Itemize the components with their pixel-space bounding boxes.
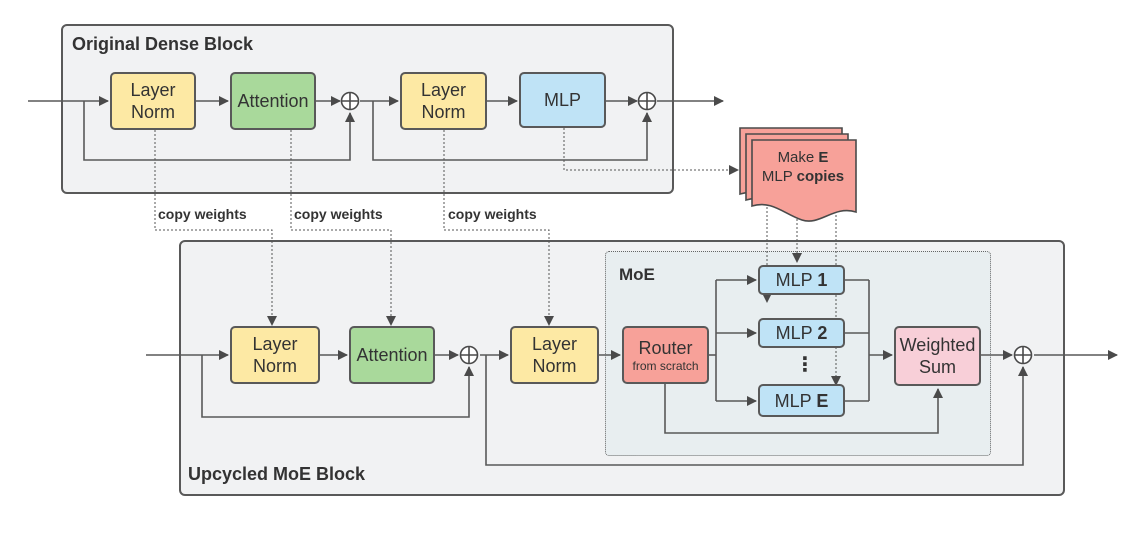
node-label: Attention <box>237 91 309 111</box>
moe-block-title: Upcycled MoE Block <box>188 464 366 484</box>
node-label-line1: Layer <box>420 80 467 100</box>
node-label-line2: Norm <box>253 356 297 376</box>
dense-layer-norm-1: Layer Norm <box>110 72 196 130</box>
node-label-line1: Layer <box>252 334 298 354</box>
copies-line2-bold: copies <box>796 168 845 185</box>
experts-ellipsis: ⋮ <box>795 354 815 376</box>
expert-index: 2 <box>817 323 828 343</box>
copy-weights-label-2: copy weights <box>294 206 383 222</box>
expert-mlp-e: MLP E <box>758 384 845 417</box>
moe-attention: Attention <box>349 326 435 384</box>
expert-prefix: MLP <box>774 390 817 411</box>
node-label: Attention <box>356 345 428 365</box>
moe-sum-1 <box>459 345 479 365</box>
expert-prefix: MLP <box>775 270 818 290</box>
router-sublabel: from scratch <box>632 359 699 373</box>
expert-mlp-2: MLP 2 <box>758 318 845 348</box>
copies-line1-bold: E <box>818 149 829 166</box>
copies-line1-prefix: Make <box>777 149 819 166</box>
moe-region-title: MoE <box>619 265 655 284</box>
node-label-line2: Norm <box>532 356 577 376</box>
dense-layer-norm-2: Layer Norm <box>400 72 487 130</box>
dense-block-title: Original Dense Block <box>72 34 254 54</box>
node-label-line1: Layer <box>130 80 176 100</box>
dense-attention: Attention <box>230 72 316 130</box>
node-label-line2: Norm <box>421 102 466 122</box>
copies-line2-prefix: MLP <box>761 168 797 185</box>
moe-layer-norm-1: Layer Norm <box>230 326 320 384</box>
moe-layer-norm-2: Layer Norm <box>510 326 599 384</box>
router-label: Router <box>638 338 693 358</box>
mlp-copies-label: Make E MLP copies <box>748 148 858 186</box>
expert-index: 1 <box>817 270 828 290</box>
weighted-sum: Weighted Sum <box>894 326 981 386</box>
node-label-line2: Norm <box>131 102 175 122</box>
dense-sum-1 <box>340 91 360 111</box>
mlp-copies-stack <box>739 127 857 222</box>
dense-sum-2 <box>637 91 657 111</box>
router: Router from scratch <box>622 326 709 384</box>
expert-mlp-1: MLP 1 <box>758 265 845 295</box>
node-label-line2: Sum <box>918 357 956 377</box>
moe-sum-2 <box>1013 345 1033 365</box>
dense-mlp: MLP <box>519 72 606 128</box>
expert-prefix: MLP <box>775 323 818 343</box>
node-label-line1: Layer <box>531 334 578 354</box>
copy-weights-label-3: copy weights <box>448 206 537 222</box>
node-label: MLP <box>543 90 581 110</box>
node-label-line1: Weighted <box>899 335 976 355</box>
copy-weights-label-1: copy weights <box>158 206 247 222</box>
expert-index: E <box>816 390 829 411</box>
